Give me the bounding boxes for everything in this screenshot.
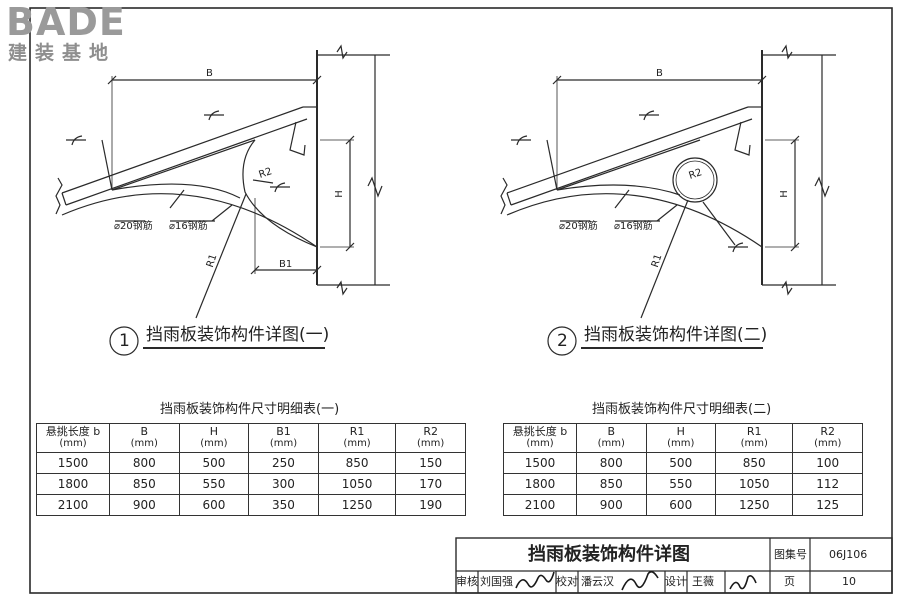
table-cell: 800	[576, 452, 647, 474]
table-cell: 1250	[317, 494, 397, 516]
column-header: R2(mm)	[395, 423, 466, 453]
column-header: 悬挑长度 b(mm)	[36, 423, 110, 453]
table-row: 2100 900 600 1250 125	[503, 494, 863, 516]
table-cell: 1250	[714, 494, 794, 516]
table-cell: 850	[109, 473, 180, 495]
atlas-label: 图集号	[774, 548, 807, 561]
table-cell: 300	[248, 473, 319, 495]
column-header: H(mm)	[645, 423, 716, 453]
table-header-row: 悬挑长度 b(mm) B(mm) H(mm) B1(mm) R1(mm) R2(…	[36, 423, 466, 453]
column-header: R1(mm)	[317, 423, 397, 453]
column-header: H(mm)	[178, 423, 250, 453]
detail-1-title: 挡雨板装饰构件详图(一)	[146, 325, 330, 345]
table-cell: 900	[109, 494, 180, 516]
rebar-20-note: ⌀20钢筋	[559, 221, 598, 232]
brand-subtitle: 建装基地	[8, 42, 117, 64]
reviewer-signature	[515, 571, 555, 589]
table-header-row: 悬挑长度 b(mm) B(mm) H(mm) R1(mm) R2(mm)	[503, 423, 863, 453]
detail-2-lines	[500, 44, 836, 356]
title-block-lines	[455, 537, 893, 594]
designer-name: 王薇	[692, 575, 714, 588]
dimension-table-1: 悬挑长度 b(mm) B(mm) H(mm) B1(mm) R1(mm) R2(…	[36, 423, 466, 516]
page-number: 10	[842, 575, 856, 588]
dimension-table-2: 悬挑长度 b(mm) B(mm) H(mm) R1(mm) R2(mm) 150…	[503, 423, 863, 516]
column-header: B1(mm)	[248, 423, 319, 453]
page-label: 页	[784, 575, 795, 588]
rebar-16-note: ⌀16钢筋	[169, 221, 208, 232]
table-cell: 2100	[36, 494, 110, 516]
table-cell: 600	[178, 494, 250, 516]
drawing-title: 挡雨板装饰构件详图	[528, 544, 690, 565]
table-cell: 150	[395, 452, 466, 474]
table-cell: 125	[792, 494, 863, 516]
column-header: R1(mm)	[714, 423, 794, 453]
table-cell: 170	[395, 473, 466, 495]
dim-label-b1: B1	[279, 259, 293, 270]
table-cell: 500	[178, 452, 250, 474]
dim-label-b: B	[656, 68, 663, 79]
check-label: 校对	[556, 575, 578, 588]
table-row: 1500 800 500 850 100	[503, 452, 863, 474]
detail-2-number: 2	[557, 331, 568, 351]
table-cell: 800	[109, 452, 180, 474]
column-header: B(mm)	[576, 423, 647, 453]
checker-signature	[621, 570, 659, 591]
review-label: 审核	[456, 575, 478, 588]
column-header: 悬挑长度 b(mm)	[503, 423, 577, 453]
dim-label-b: B	[206, 68, 213, 79]
table-cell: 1050	[714, 473, 794, 495]
table-cell: 900	[576, 494, 647, 516]
table-cell: 1050	[317, 473, 397, 495]
design-label: 设计	[665, 575, 687, 588]
rebar-16-note: ⌀16钢筋	[614, 221, 653, 232]
table-cell: 250	[248, 452, 319, 474]
reviewer-name: 刘国强	[480, 575, 513, 588]
table-1-title: 挡雨板装饰构件尺寸明细表(一)	[160, 402, 340, 417]
table-row: 2100 900 600 350 1250 190	[36, 494, 466, 516]
detail-1-lines	[55, 44, 390, 356]
table-2-title: 挡雨板装饰构件尺寸明细表(二)	[592, 402, 772, 417]
table-row: 1800 850 550 300 1050 170	[36, 473, 466, 495]
detail-1-number: 1	[119, 331, 130, 351]
table-cell: 112	[792, 473, 863, 495]
table-cell: 550	[178, 473, 250, 495]
table-cell: 1800	[503, 473, 577, 495]
atlas-number: 06J106	[829, 548, 868, 561]
dim-label-h: H	[778, 190, 790, 198]
table-cell: 350	[248, 494, 319, 516]
column-header: B(mm)	[109, 423, 180, 453]
table-row: 1500 800 500 250 850 150	[36, 452, 466, 474]
checker-name: 潘云汉	[581, 575, 614, 588]
brand-logo: BADE	[6, 0, 126, 44]
table-cell: 850	[317, 452, 397, 474]
dim-label-h: H	[333, 190, 345, 198]
table-cell: 850	[576, 473, 647, 495]
table-cell: 100	[792, 452, 863, 474]
table-cell: 850	[714, 452, 794, 474]
table-cell: 1800	[36, 473, 110, 495]
table-cell: 500	[645, 452, 716, 474]
table-row: 1800 850 550 1050 112	[503, 473, 863, 495]
signatures	[515, 570, 757, 591]
designer-signature	[729, 575, 757, 590]
table-cell: 2100	[503, 494, 577, 516]
table-cell: 1500	[36, 452, 110, 474]
table-cell: 600	[645, 494, 716, 516]
detail-2-title: 挡雨板装饰构件详图(二)	[584, 325, 768, 345]
table-cell: 550	[645, 473, 716, 495]
table-cell: 190	[395, 494, 466, 516]
column-header: R2(mm)	[792, 423, 863, 453]
table-cell: 1500	[503, 452, 577, 474]
rebar-20-note: ⌀20钢筋	[114, 221, 153, 232]
